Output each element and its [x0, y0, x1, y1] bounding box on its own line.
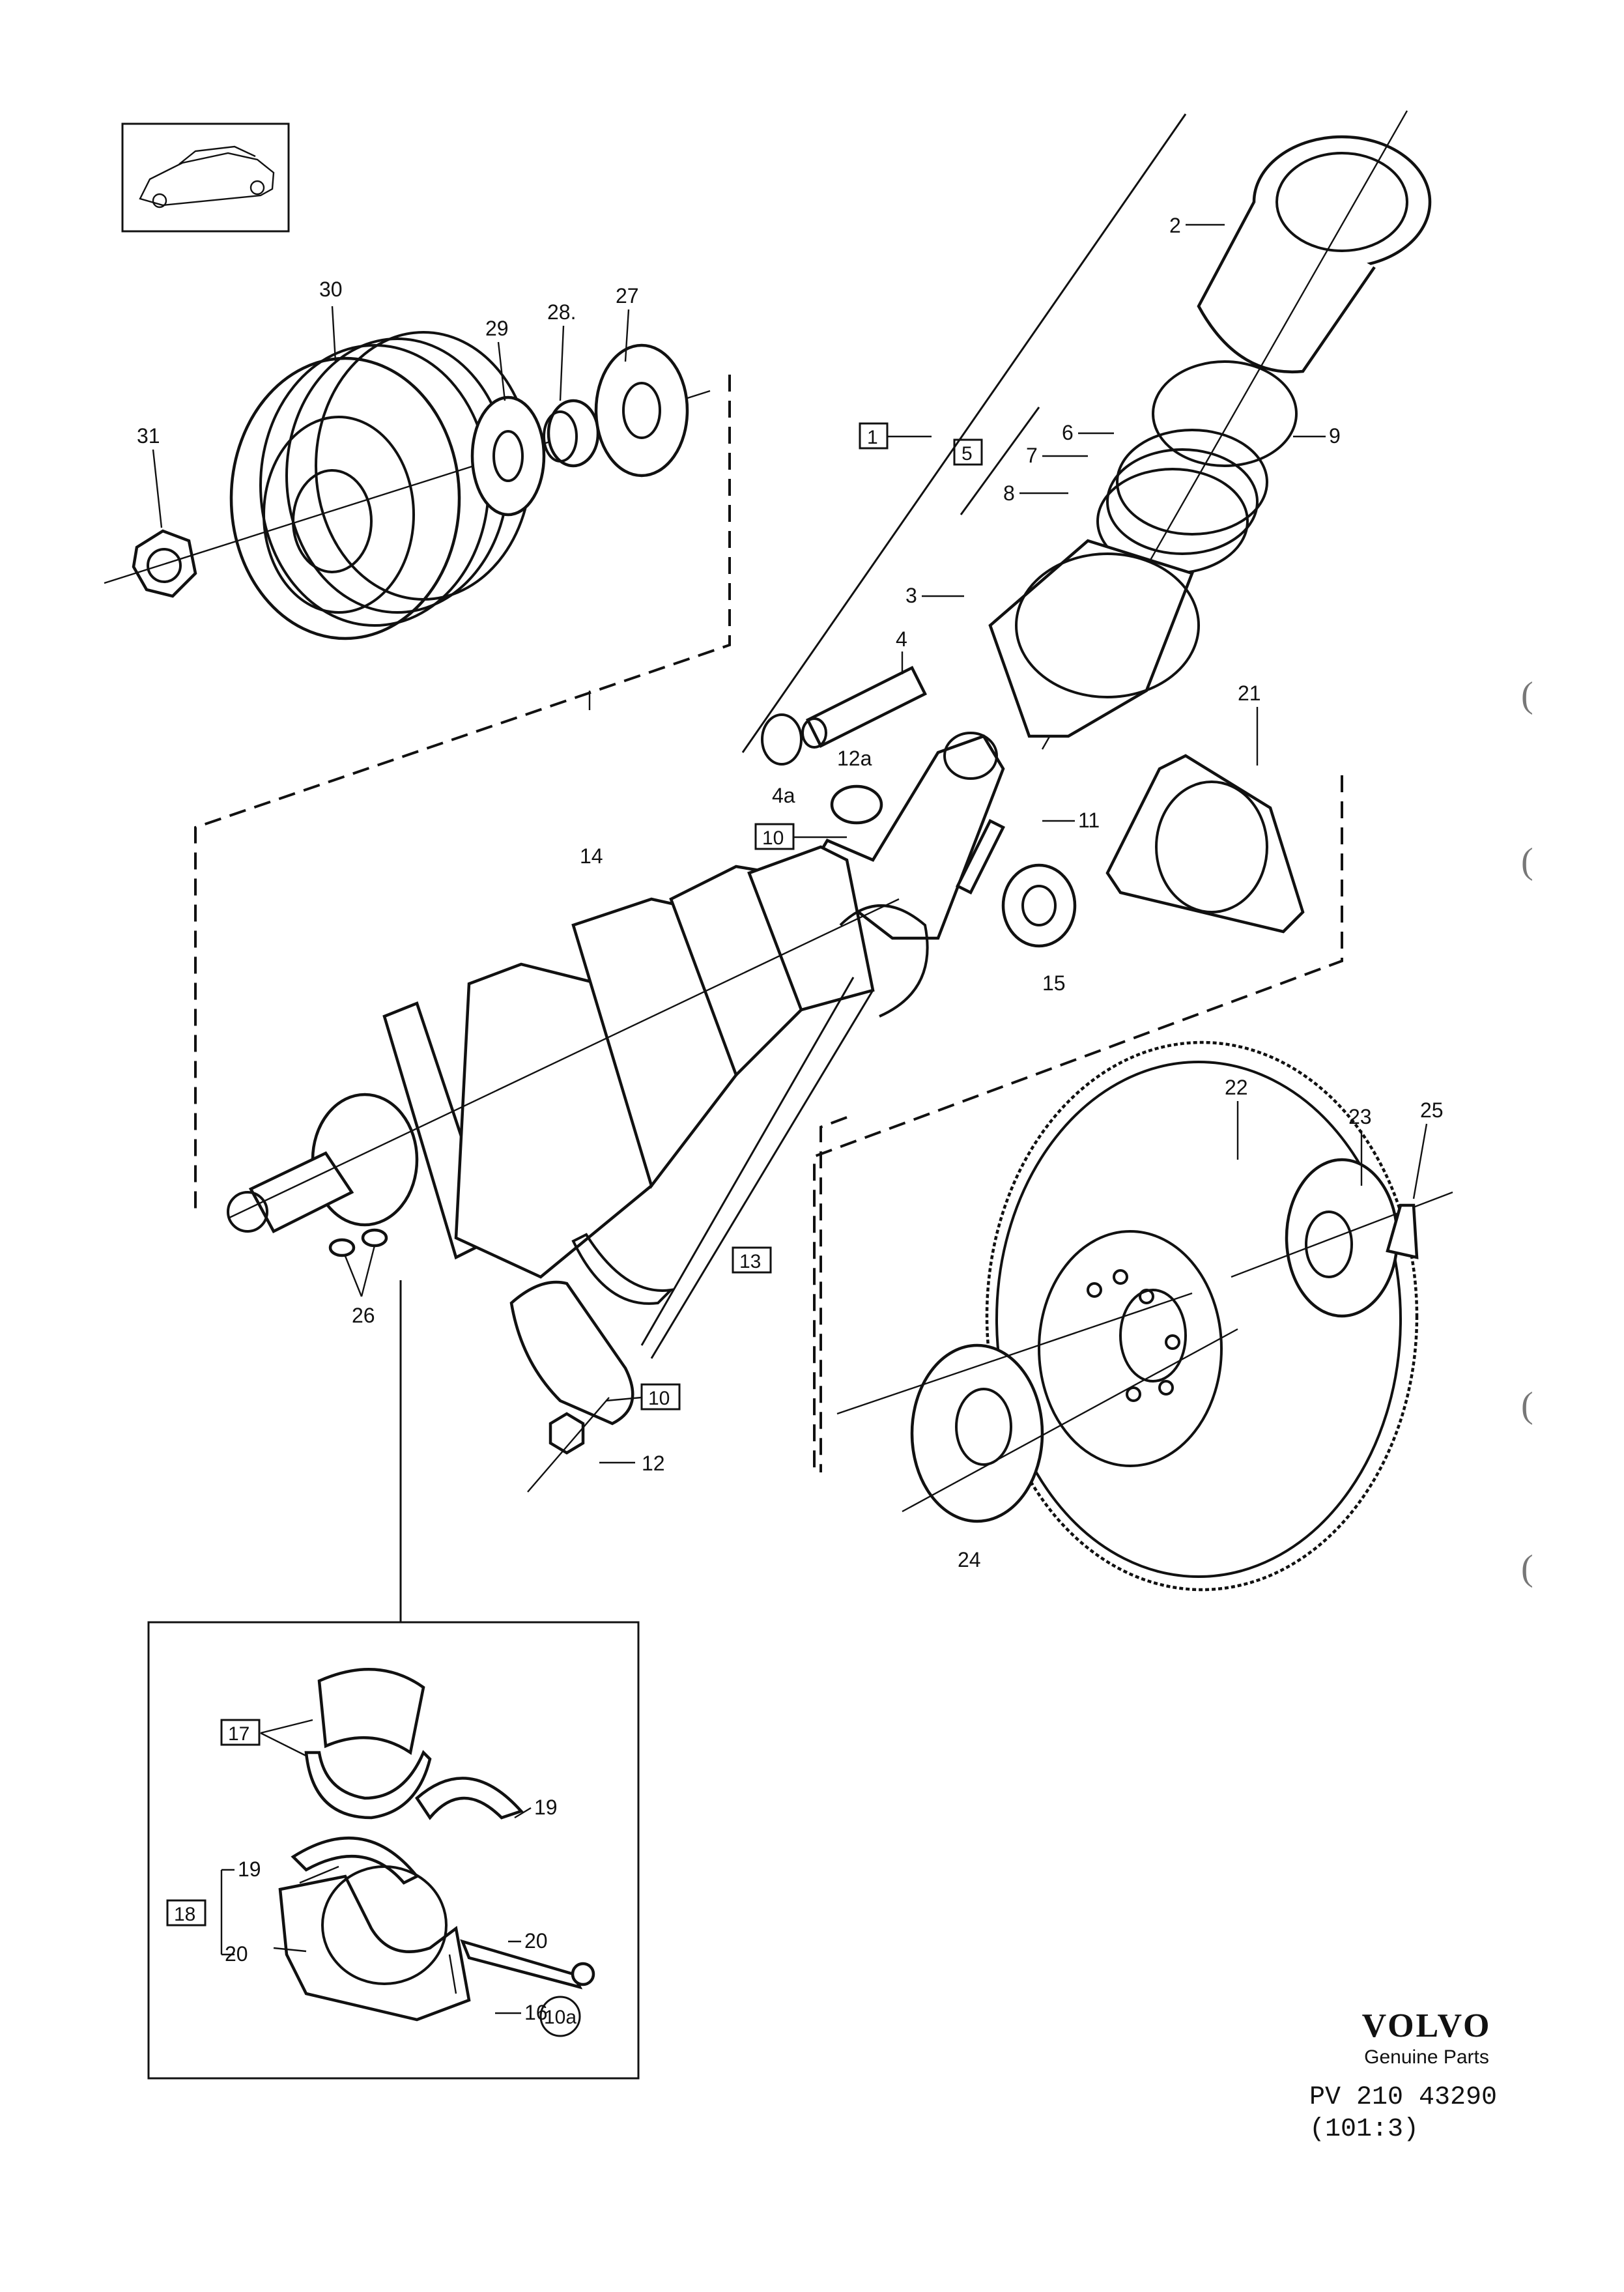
- label-20-right: 20: [524, 1929, 548, 1953]
- main-bearing-bolt: [460, 1939, 595, 1990]
- genuine-parts-text: Genuine Parts: [1364, 2046, 1489, 2068]
- label-14: 14: [580, 844, 603, 868]
- pilot-bearing: [1001, 863, 1077, 948]
- group-line-13: [650, 990, 874, 1359]
- dashed-group-outline: [194, 375, 731, 1215]
- label-21: 21: [1238, 681, 1261, 705]
- piston-pin: [801, 665, 928, 749]
- label-10-upper: 10: [762, 827, 784, 849]
- label-25: 25: [1420, 1098, 1444, 1122]
- label-10-lower: 10: [648, 1388, 670, 1409]
- main-bearing-inset: [147, 1621, 640, 2080]
- label-17: 17: [228, 1723, 249, 1745]
- label-19-left: 19: [238, 1857, 261, 1881]
- label-2: 2: [1169, 214, 1181, 237]
- label-12a: 12a: [837, 747, 872, 770]
- label-leaders: [152, 223, 1428, 2014]
- label-15: 15: [1042, 971, 1066, 995]
- box-10-lower-leader: [605, 1396, 642, 1402]
- label-31: 31: [137, 424, 160, 448]
- label-5: 5: [962, 443, 973, 465]
- dashed-outline-right: [813, 775, 1343, 1472]
- label-16: 16: [524, 2001, 548, 2024]
- rod-nut-leader: [527, 1397, 610, 1493]
- rear-seal-housing: [1105, 754, 1305, 934]
- label-20-left: 20: [225, 1942, 248, 1966]
- box-5: [953, 438, 983, 466]
- label-4a: 4a: [772, 784, 795, 807]
- label-29: 29: [485, 317, 509, 340]
- flywheel-bolt: [1386, 1203, 1419, 1259]
- crankshaft-pulley: [229, 331, 532, 640]
- rod-nut: [548, 1412, 585, 1455]
- label-12: 12: [642, 1452, 665, 1475]
- circle-10a: [539, 1996, 581, 2037]
- label-4: 4: [896, 627, 907, 651]
- label-30: 30: [319, 278, 343, 301]
- brand-block: VOLVO Genuine Parts PV 210 43290 (101:3): [1309, 2007, 1583, 2144]
- label-28: 28.: [547, 300, 576, 324]
- label-13: 13: [739, 1251, 761, 1272]
- box-17: [220, 1719, 261, 1746]
- doc-number: PV 210 43290: [1309, 2083, 1498, 2112]
- label-10a: 10a: [544, 2007, 577, 2028]
- label-19-right: 19: [534, 1796, 558, 1819]
- flywheel-plate: [836, 1292, 1238, 1523]
- volvo-logo: VOLVO: [1361, 2007, 1492, 2044]
- main-bearing-cap: [278, 1865, 471, 2022]
- label-8: 8: [1003, 481, 1015, 505]
- label-9: 9: [1329, 424, 1341, 448]
- rod-bolt: [955, 818, 1006, 895]
- crankshaft: [227, 845, 929, 1279]
- label-1: 1: [867, 427, 878, 448]
- label-27: 27: [616, 284, 639, 308]
- group-line-13b: [640, 977, 855, 1346]
- label-22: 22: [1225, 1076, 1248, 1099]
- piston: [988, 539, 1200, 738]
- group-line-5: [960, 407, 1040, 515]
- box-10-lower: [640, 1383, 681, 1411]
- flywheel-spacer: [1231, 1158, 1453, 1318]
- margin-mark-3: (: [1521, 1385, 1533, 1425]
- margin-mark-1: (: [1521, 675, 1533, 715]
- box-18: [166, 1899, 207, 1927]
- doc-subnumber: (101:3): [1309, 2115, 1419, 2144]
- box-13: [732, 1246, 772, 1274]
- dashed-outline-flywheel: [819, 1116, 848, 1472]
- margin-mark-4: (: [1521, 1548, 1533, 1588]
- piston-rings: [1096, 360, 1298, 575]
- label-18: 18: [174, 1904, 195, 1925]
- label-3: 3: [905, 584, 917, 607]
- car-thumbnail: [121, 122, 290, 233]
- circlip: [761, 713, 803, 766]
- label-11: 11: [1078, 809, 1100, 832]
- main-bearing-shells: [304, 1667, 432, 1820]
- label-6: 6: [1062, 421, 1074, 444]
- timing-sprocket-small: [470, 395, 546, 517]
- spacer-ring: [543, 399, 600, 468]
- margin-mark-2: (: [1521, 841, 1533, 881]
- label-24: 24: [958, 1548, 981, 1571]
- cylinder-liner: [1041, 110, 1432, 750]
- label-26: 26: [352, 1304, 375, 1327]
- group-line-1: [741, 113, 1187, 753]
- rod-bush: [830, 784, 883, 825]
- timing-sprocket-large: [594, 343, 689, 478]
- label-7: 7: [1026, 444, 1038, 467]
- connecting-rod: [806, 732, 1005, 940]
- woodruff-keys: [328, 1228, 388, 1297]
- rod-cap: [509, 1233, 675, 1425]
- label-23: 23: [1348, 1105, 1372, 1128]
